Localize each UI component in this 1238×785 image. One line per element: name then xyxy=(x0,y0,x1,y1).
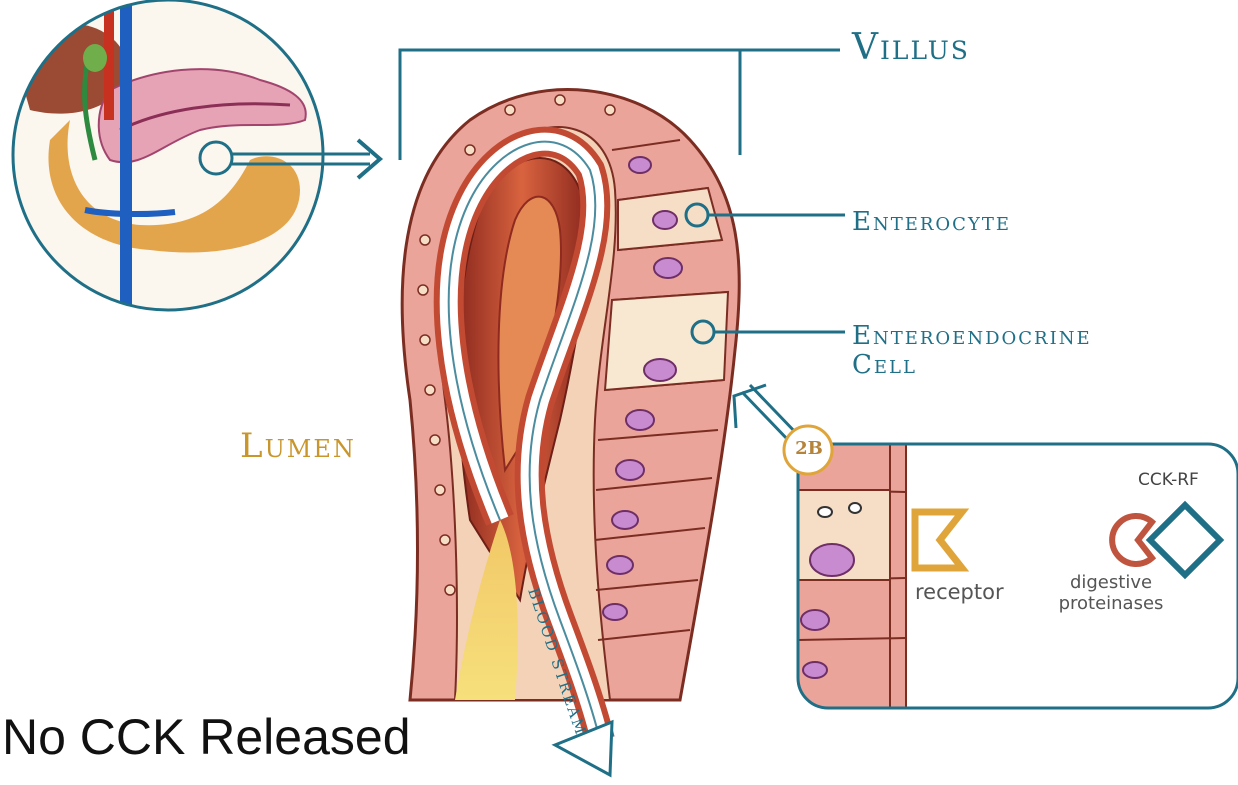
enteroendocrine-line1: Enteroendocrine xyxy=(852,322,1112,351)
inset-badge-label: 2B xyxy=(784,438,834,459)
enteroendocrine-line2: Cell xyxy=(852,351,1112,380)
caption: No CCK Released xyxy=(2,712,411,762)
receptor-label: receptor xyxy=(915,580,1004,604)
inset-arrow xyxy=(734,385,798,442)
cck-inset xyxy=(784,426,1238,708)
enteroendocrine-cell-label: Enteroendocrine Cell xyxy=(852,322,1112,379)
lumen-label: Lumen xyxy=(240,428,356,465)
villus-label: Villus xyxy=(852,28,970,68)
proteinases-line2: proteinases xyxy=(1046,594,1176,615)
ccrf-label: CCK-RF xyxy=(1138,470,1199,490)
vein xyxy=(120,0,132,310)
digestive-proteinases-label: digestive proteinases xyxy=(1046,573,1176,614)
proteinases-line1: digestive xyxy=(1046,573,1176,594)
enterocyte-label: Enterocyte xyxy=(852,208,1011,237)
villus-body xyxy=(402,90,739,775)
